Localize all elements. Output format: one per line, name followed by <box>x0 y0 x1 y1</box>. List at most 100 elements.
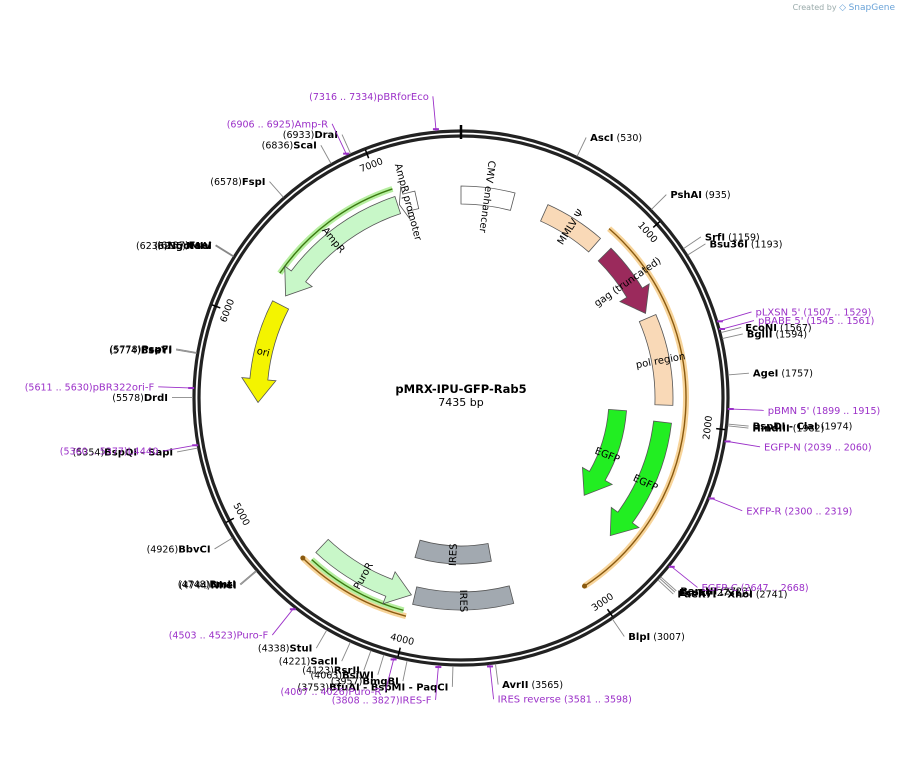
tick-label: 7000 <box>358 156 385 175</box>
label-leader-line <box>402 660 408 682</box>
feature-pol-region <box>638 314 674 406</box>
site-label: HindIII (1982) <box>752 424 824 435</box>
site-label: SrfI (1159) <box>705 232 760 243</box>
feature-ires <box>414 539 492 565</box>
feature-ori <box>241 300 290 404</box>
label-leader-line <box>215 245 234 258</box>
site-label: (3957)BmgBI <box>331 677 399 688</box>
tick-label: 6000 <box>218 297 237 324</box>
label-leader-line <box>176 447 198 453</box>
label-leader-line <box>669 565 698 588</box>
orf-arc-end <box>300 555 306 561</box>
site-label: (4926)BbvCI <box>147 544 211 555</box>
site-label: EcoRI (2731) <box>679 588 745 599</box>
primer-label: (5360 .. 5377)L4440 <box>60 447 159 458</box>
orf-arc-line-green <box>279 188 393 274</box>
site-label: (6237)FseI <box>157 240 212 251</box>
tick-label: 2000 <box>701 415 715 440</box>
label-leader-line <box>377 654 385 675</box>
site-label: (4221)SacII <box>279 657 338 668</box>
label-leader-line <box>331 123 348 156</box>
label-leader-line <box>576 137 587 157</box>
label-leader-line <box>435 665 439 700</box>
primer-label: (7316 .. 7334)pBRforEco <box>309 92 429 103</box>
label-leader-line <box>215 244 234 257</box>
label-leader-line <box>215 244 234 257</box>
site-label: AvrII (3565) <box>502 680 563 691</box>
label-leader-line <box>651 194 667 210</box>
label-leader-line <box>320 145 332 164</box>
feature-label: IRES <box>448 543 460 566</box>
label-leader-line <box>175 349 197 354</box>
label-leader-line <box>158 386 194 389</box>
label-leader-line <box>162 444 198 452</box>
label-leader-line <box>240 570 257 586</box>
primer-label: EGFP-C (2647 .. 2668) <box>701 583 808 594</box>
tick-label: 4000 <box>389 632 415 648</box>
feature-ampr <box>284 196 402 297</box>
site-label: PaeR7I - XhoI (2741) <box>677 590 787 601</box>
tick-mark <box>397 647 401 657</box>
snapgene-logo-icon: ◇ <box>839 3 847 13</box>
plasmid-name: pMRX-IPU-GFP-Rab5 <box>395 382 526 396</box>
label-leader-line <box>717 311 752 323</box>
label-leader-line <box>494 663 499 685</box>
primer-label: pBMN 5' (1899 .. 1915) <box>768 406 880 417</box>
label-leader-line <box>315 629 328 649</box>
feature-egfp <box>609 420 672 537</box>
site-label: (6235)NaeI <box>154 241 211 252</box>
label-leader-line <box>214 537 233 550</box>
tick-mark <box>716 427 726 431</box>
site-label: (6233)NgoMIV <box>136 241 212 252</box>
label-leader-line <box>341 641 351 662</box>
site-label: (6933)DraI <box>283 130 338 141</box>
primer-label: pLXSN 5' (1507 .. 1529) <box>756 307 872 318</box>
feature-gag-truncated- <box>597 247 650 314</box>
label-leader-line <box>271 607 295 636</box>
plasmid-length: 7435 bp <box>438 396 483 409</box>
site-label: (4338)StuI <box>258 644 312 655</box>
label-leader-line <box>720 327 742 334</box>
orf-arc-line-green <box>311 559 404 612</box>
label-leader-line <box>363 650 372 671</box>
label-leader-line <box>719 320 755 330</box>
primer-label: (3808 .. 3827)IRES-F <box>332 695 432 706</box>
label-leader-line <box>269 181 284 198</box>
label-leader-line <box>683 236 702 249</box>
tick-mark <box>606 608 614 618</box>
tick-mark <box>211 304 221 309</box>
label-leader-line <box>432 96 437 132</box>
site-label: (6836)ScaI <box>262 141 317 152</box>
site-label: (4744)NheI <box>179 580 237 591</box>
snapgene-credit: Created by ◇ SnapGene <box>793 3 895 13</box>
site-label: (4123)RsrII <box>302 666 360 677</box>
feature-label: IRES <box>457 590 468 613</box>
site-label: (5774)BseYI <box>109 345 172 356</box>
label-leader-line <box>659 577 676 593</box>
site-label: (4748)BmtI <box>178 580 236 591</box>
site-label: (5578)DrdI <box>112 393 168 404</box>
label-leader-line <box>727 425 749 429</box>
primer-label: (5611 .. 5630)pBR322ori-F <box>25 382 155 393</box>
primer-label: IRES reverse (3581 .. 3598) <box>498 695 632 706</box>
tick-mark <box>225 517 235 524</box>
feature-puror <box>315 538 412 605</box>
label-leader-line <box>239 570 257 585</box>
feature-ampr-promoter <box>398 186 420 220</box>
label-leader-line <box>660 576 677 592</box>
primer-label: EXFP-R (2300 .. 2319) <box>746 506 852 517</box>
site-label: EcoNI (1567) <box>745 323 811 334</box>
label-leader-line <box>725 440 761 448</box>
feature-egfp <box>581 408 627 496</box>
feature-label: ori <box>256 346 271 360</box>
site-label: PshAI (935) <box>670 190 730 201</box>
feature-mmlv- <box>540 204 602 253</box>
site-label: BamHI (2723) <box>680 586 752 597</box>
label-leader-line <box>341 134 352 154</box>
site-label: (4063)BsiWI <box>310 670 373 681</box>
label-leader-line <box>728 408 764 411</box>
orf-arc-end <box>581 583 587 589</box>
primer-label: EGFP-N (2039 .. 2060) <box>764 442 872 453</box>
